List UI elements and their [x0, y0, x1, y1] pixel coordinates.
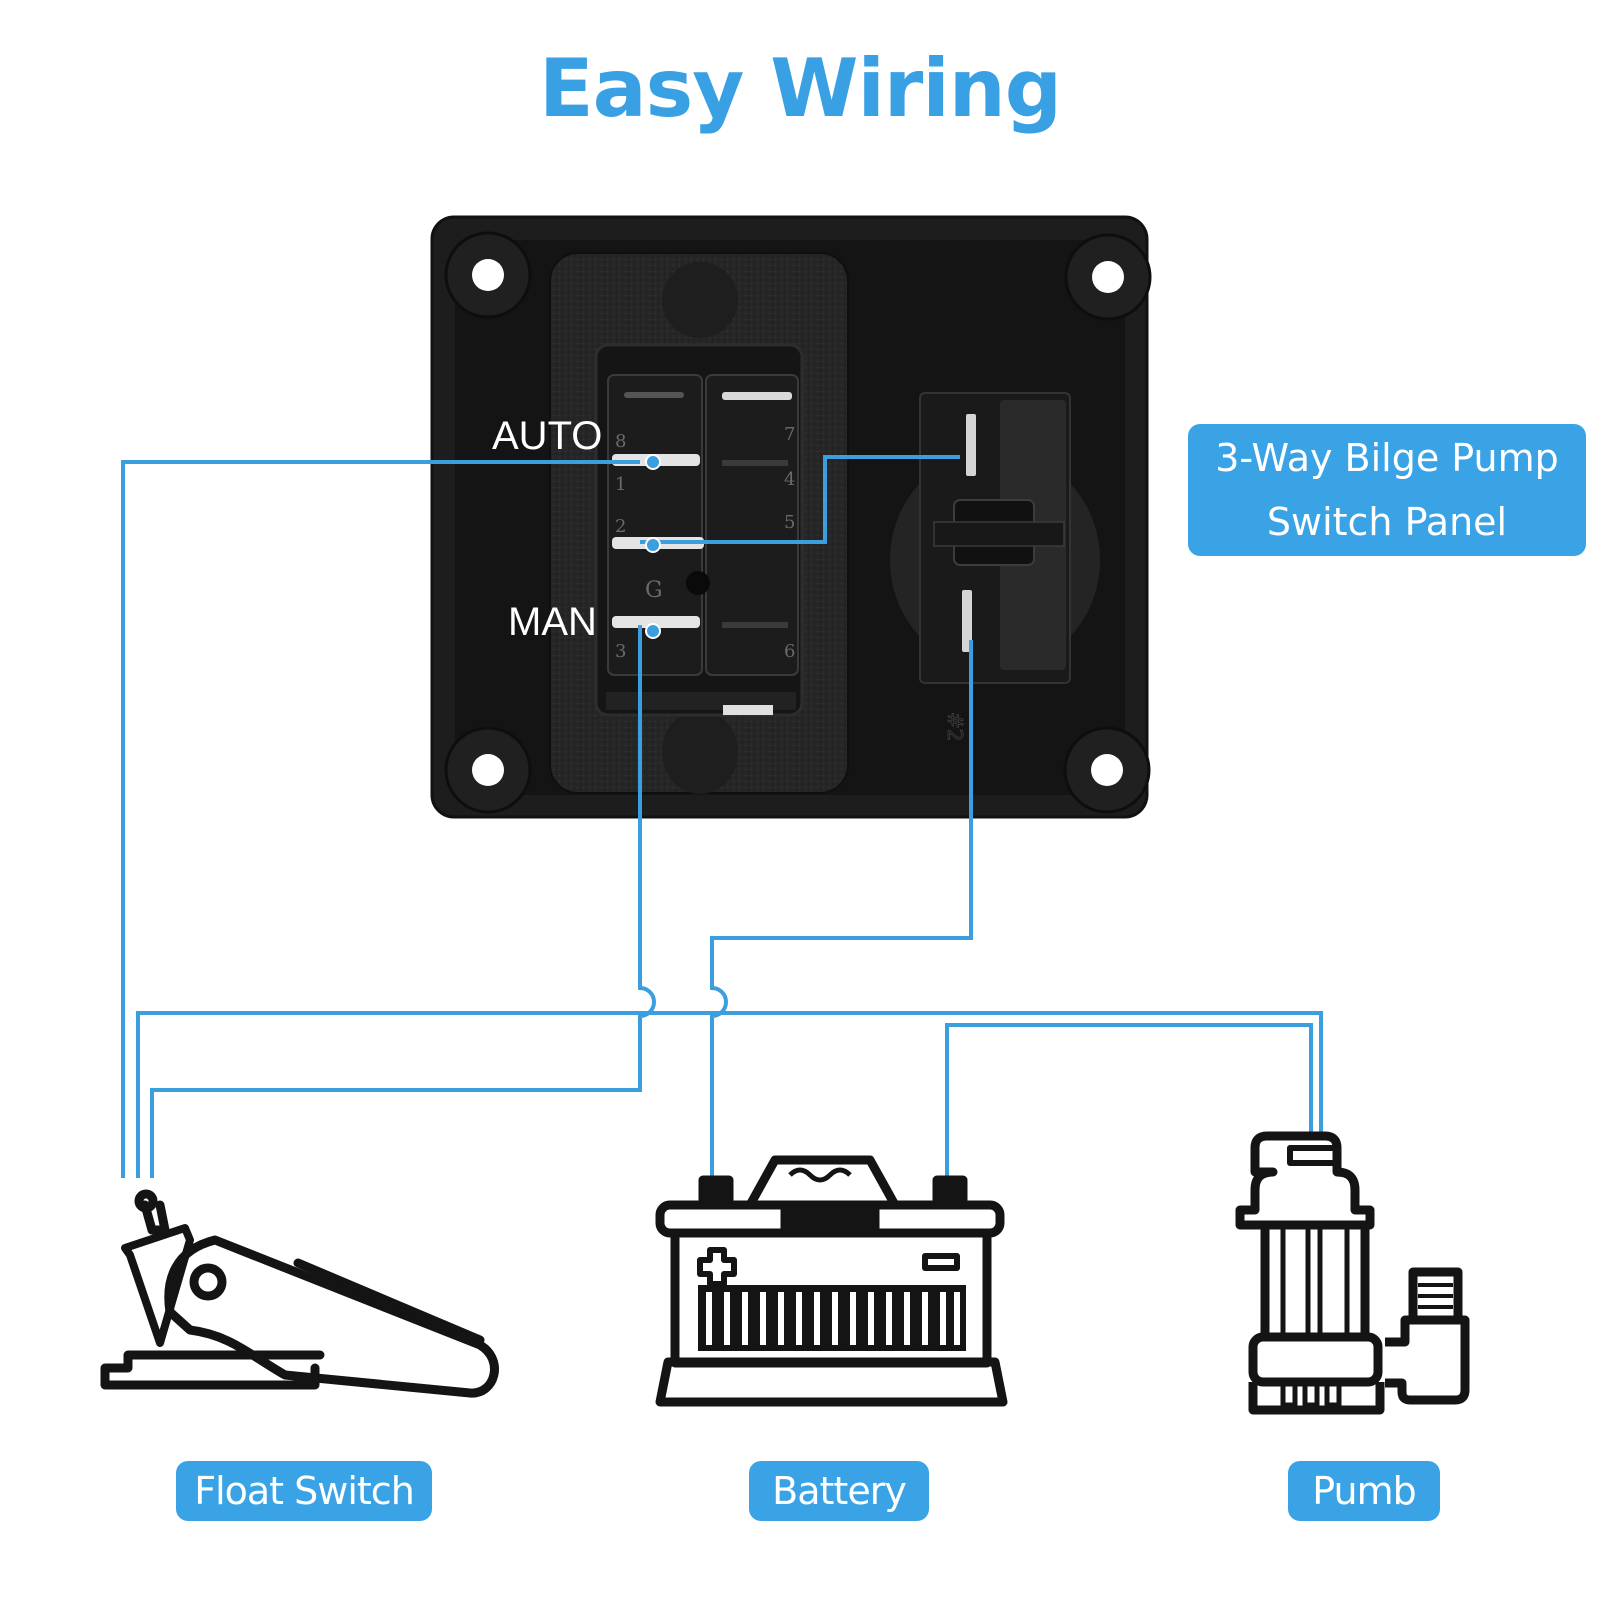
wire-man-to-float: [150, 625, 656, 1178]
wire-battery-to-pump: [945, 1023, 1313, 1185]
rocker-switch: [594, 343, 804, 717]
wire-auto-to-float: [121, 460, 640, 1178]
pin-number: 3: [615, 641, 626, 662]
circuit-breaker: #2: [890, 392, 1100, 742]
battery-icon: [655, 1155, 1008, 1407]
battery-cells: [706, 1292, 960, 1345]
breaker-terminal-top: [966, 414, 976, 476]
breaker-marking: #2: [943, 712, 967, 741]
pump-icon: [1235, 1131, 1470, 1415]
pin-numbers: 8 1 2 G 3 7 4 5 6: [615, 424, 795, 662]
plate-bump: [662, 710, 738, 794]
wire-breaker-to-battery: [710, 640, 973, 1185]
pump-label: Pumb: [1288, 1461, 1440, 1521]
pin-number: 2: [615, 516, 626, 537]
man-label: MAN: [508, 600, 597, 644]
panel-label-badge: 3-Way Bilge Pump Switch Panel: [1188, 424, 1586, 556]
pin-number: 5: [784, 512, 795, 533]
panel-label-line: 3-Way Bilge Pump: [1215, 436, 1559, 480]
mounting-hole-br: [1063, 726, 1151, 814]
mounting-hole-tr: [1064, 233, 1152, 321]
wire-pin2-to-breaker: [640, 455, 960, 544]
pin-number: G: [645, 578, 663, 603]
pin-number: 6: [784, 641, 795, 662]
pin-number: 4: [784, 469, 795, 490]
mounting-hole-bl: [444, 726, 532, 814]
auto-label: AUTO: [492, 414, 603, 458]
pin-number: 8: [615, 431, 626, 452]
breaker-terminal-bottom: [962, 590, 972, 652]
plate-bump: [662, 262, 738, 338]
battery-label: Battery: [749, 1461, 929, 1521]
pin-number: 7: [784, 424, 795, 445]
mounting-hole-tl: [444, 231, 532, 319]
float-switch-label: Float Switch: [176, 1461, 432, 1521]
terminal-3: [612, 616, 700, 628]
junction-dot: [645, 623, 661, 639]
panel-label-line: Switch Panel: [1266, 500, 1508, 544]
wire-junctions: [645, 454, 661, 639]
pin-number: 1: [615, 474, 626, 495]
wires: [121, 455, 1323, 1185]
page-title: Easy Wiring: [538, 42, 1062, 135]
float-switch-icon: [100, 1189, 499, 1398]
wire-float-to-pump: [136, 1011, 1323, 1178]
junction-dot: [645, 454, 661, 470]
junction-dot: [645, 537, 661, 553]
switch-panel: 8 1 2 G 3 7 4 5 6 #2: [430, 215, 1152, 819]
